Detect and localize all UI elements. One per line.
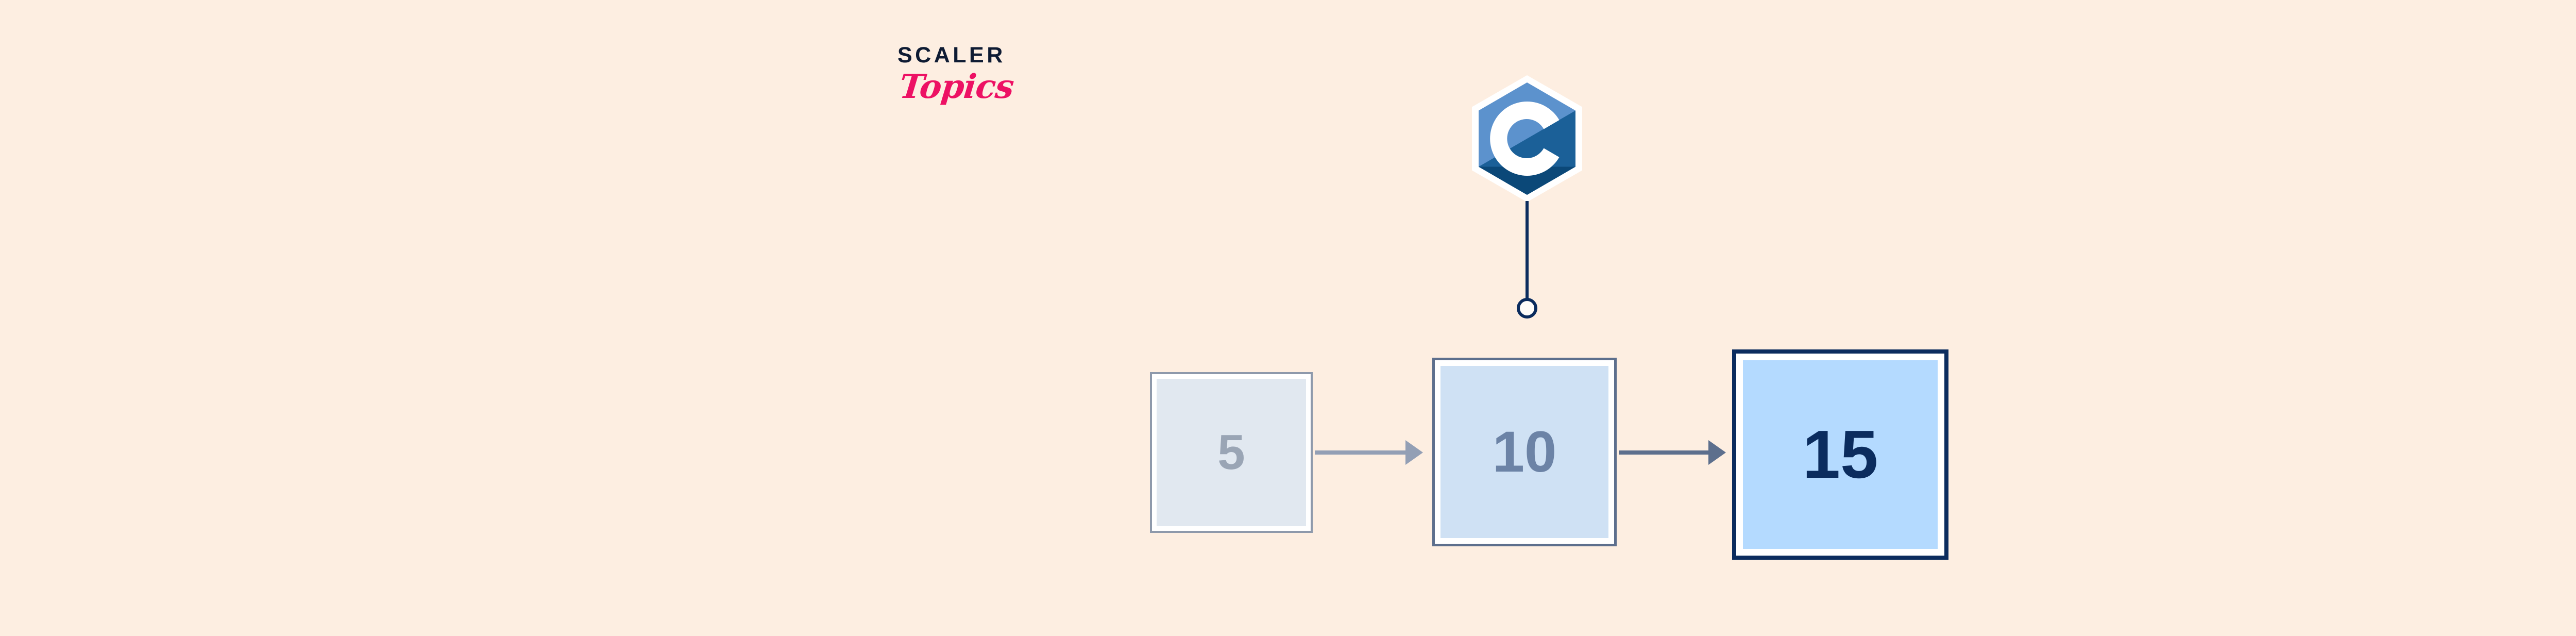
- arrow-5-to-10: [1315, 440, 1423, 465]
- pointer-node-icon: [1517, 298, 1537, 319]
- scaler-topics-logo: SCALER Topics: [897, 44, 1042, 127]
- brand-wordmark: SCALER: [897, 43, 1006, 68]
- list-node-5[interactable]: 5: [1150, 372, 1313, 533]
- arrow-head-icon: [1708, 440, 1726, 465]
- node-value: 5: [1157, 379, 1306, 526]
- arrow-head-icon: [1405, 440, 1423, 465]
- c-language-icon: [1470, 74, 1584, 203]
- node-value: 15: [1743, 360, 1938, 549]
- node-value: 10: [1440, 366, 1608, 538]
- pointer-stem: [1526, 201, 1529, 299]
- list-node-15[interactable]: 15: [1732, 349, 1948, 560]
- arrow-10-to-15: [1619, 440, 1726, 465]
- arrow-line: [1619, 450, 1708, 455]
- list-node-10[interactable]: 10: [1432, 358, 1617, 546]
- arrow-line: [1315, 450, 1405, 455]
- brand-script-topics: Topics: [897, 68, 1015, 106]
